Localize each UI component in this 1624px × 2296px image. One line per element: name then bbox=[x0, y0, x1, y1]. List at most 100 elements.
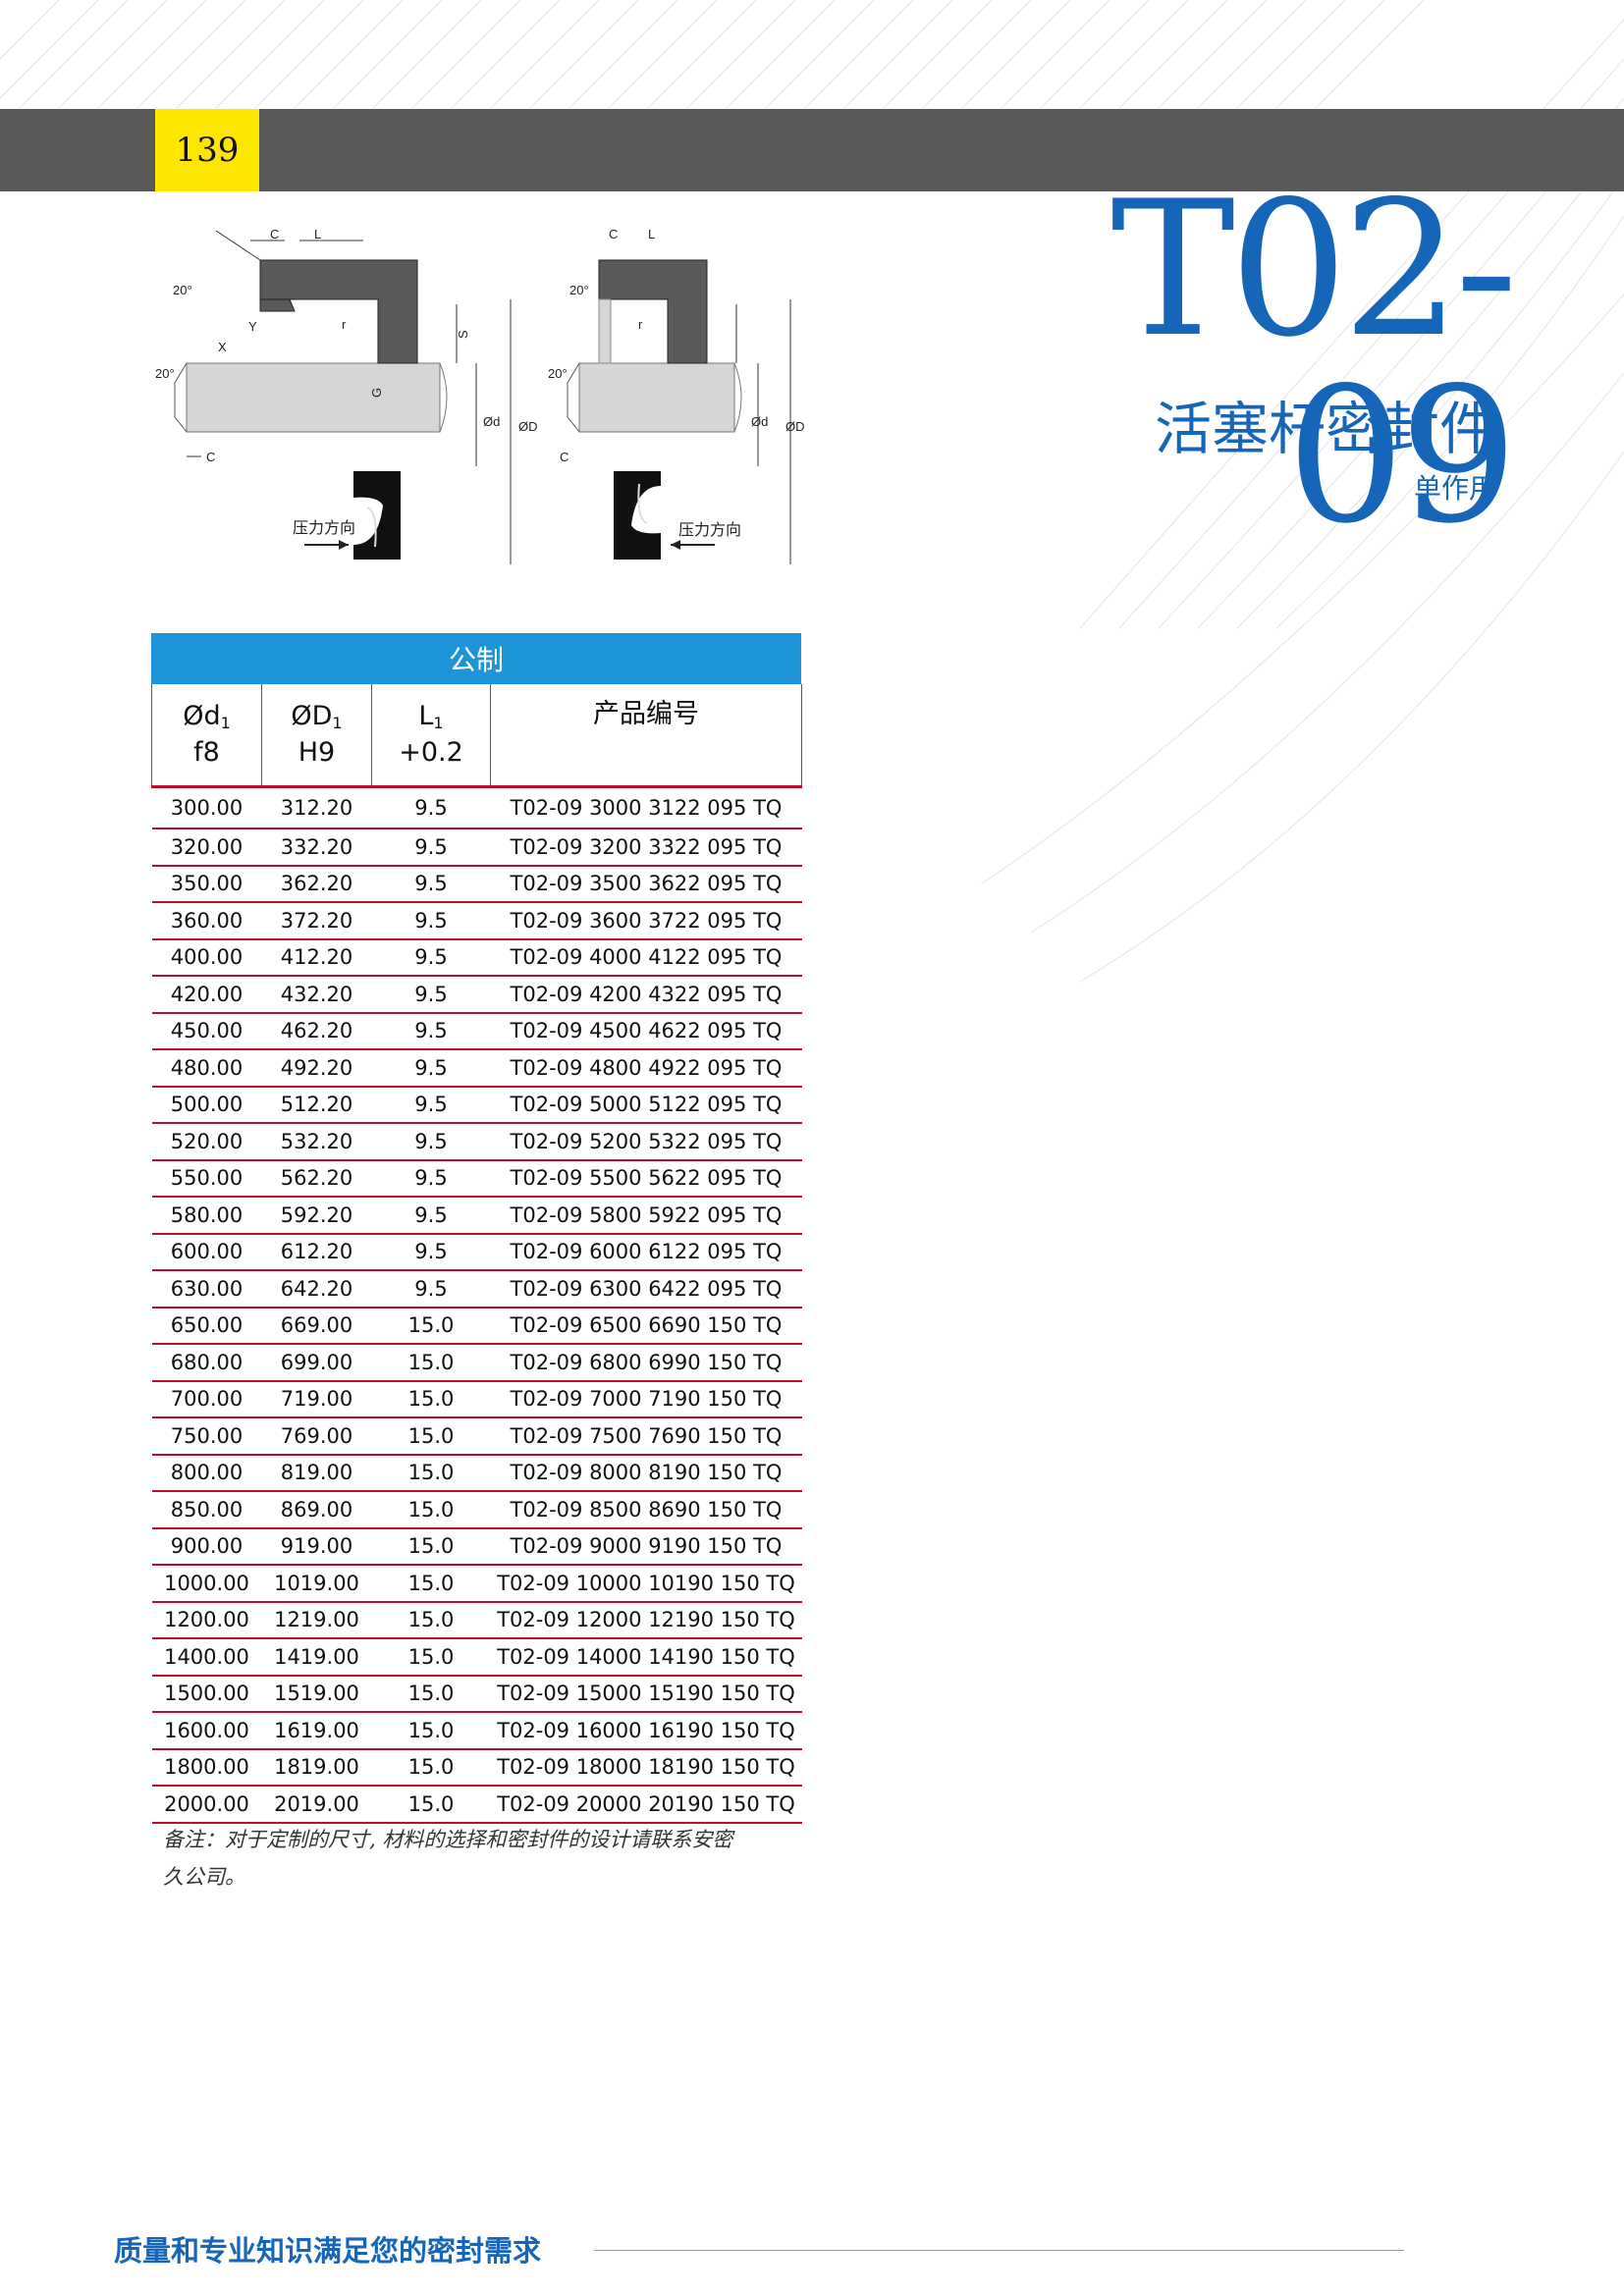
cell-L1: 9.5 bbox=[371, 865, 491, 903]
label-angle-top: 20° bbox=[173, 283, 192, 297]
cell-d1: 2000.00 bbox=[151, 1786, 262, 1824]
cell-D1: 1519.00 bbox=[261, 1675, 372, 1713]
cell-product-code: T02-09 4200 4322 095 TQ bbox=[490, 976, 802, 1014]
cell-D1: 412.20 bbox=[261, 938, 372, 977]
cell-d1: 520.00 bbox=[151, 1123, 262, 1161]
cell-d1: 450.00 bbox=[151, 1012, 262, 1050]
label-c-bottom-right: C bbox=[560, 450, 568, 464]
cell-product-code: T02-09 12000 12190 150 TQ bbox=[490, 1601, 802, 1639]
cell-L1: 9.5 bbox=[371, 1233, 491, 1271]
header-L1-sub: 1 bbox=[433, 714, 444, 732]
footnote-line-1: 备注：对于定制的尺寸, 材料的选择和密封件的设计请联系安密 bbox=[163, 1828, 733, 1851]
cell-L1: 9.5 bbox=[371, 828, 491, 867]
header-L1-main: L bbox=[418, 701, 434, 731]
cell-product-code: T02-09 15000 15190 150 TQ bbox=[490, 1675, 802, 1713]
cell-product-code: T02-09 5500 5622 095 TQ bbox=[490, 1159, 802, 1198]
cell-d1: 1000.00 bbox=[151, 1565, 262, 1603]
table-header-row: Ød1 f8 ØD1 H9 L1 +0.2 产品编号 bbox=[151, 684, 802, 788]
cell-product-code: T02-09 5800 5922 095 TQ bbox=[490, 1197, 802, 1235]
cell-L1: 9.5 bbox=[371, 1049, 491, 1088]
cell-d1: 1600.00 bbox=[151, 1712, 262, 1750]
seal-installation-diagram: C L 20° X Y r S 20° G Ød ØD C 压力方向 bbox=[155, 227, 805, 564]
header-d1: Ød1 f8 bbox=[151, 684, 262, 788]
cell-d1: 300.00 bbox=[151, 786, 262, 829]
cell-D1: 642.20 bbox=[261, 1270, 372, 1308]
table-caption: 公制 bbox=[151, 633, 801, 684]
cell-product-code: T02-09 14000 14190 150 TQ bbox=[490, 1638, 802, 1677]
footer-rule bbox=[594, 2250, 1404, 2251]
label-D1: ØD bbox=[518, 419, 538, 434]
cell-D1: 612.20 bbox=[261, 1233, 372, 1271]
cell-L1: 15.0 bbox=[371, 1565, 491, 1603]
cell-d1: 360.00 bbox=[151, 902, 262, 940]
cell-L1: 15.0 bbox=[371, 1527, 491, 1566]
label-x: X bbox=[218, 340, 227, 354]
cell-D1: 2019.00 bbox=[261, 1786, 372, 1824]
header-D1-sub: 1 bbox=[332, 714, 343, 732]
cell-D1: 492.20 bbox=[261, 1049, 372, 1088]
header-d1-sub: 1 bbox=[220, 714, 231, 732]
cell-d1: 600.00 bbox=[151, 1233, 262, 1271]
cell-product-code: T02-09 6300 6422 095 TQ bbox=[490, 1270, 802, 1308]
header-L1: L1 +0.2 bbox=[371, 684, 491, 788]
cell-product-code: T02-09 9000 9190 150 TQ bbox=[490, 1527, 802, 1566]
label-l1: L bbox=[314, 227, 321, 241]
cell-L1: 9.5 bbox=[371, 786, 491, 829]
product-title: T02-09 bbox=[1110, 161, 1518, 564]
cell-D1: 562.20 bbox=[261, 1159, 372, 1198]
cell-d1: 680.00 bbox=[151, 1344, 262, 1382]
cell-product-code: T02-09 8000 8190 150 TQ bbox=[490, 1454, 802, 1492]
cell-L1: 9.5 bbox=[371, 1086, 491, 1124]
header-bar bbox=[0, 109, 1624, 191]
cell-product-code: T02-09 16000 16190 150 TQ bbox=[490, 1712, 802, 1750]
cell-L1: 15.0 bbox=[371, 1307, 491, 1345]
cell-product-code: T02-09 3500 3622 095 TQ bbox=[490, 865, 802, 903]
cell-D1: 869.00 bbox=[261, 1491, 372, 1529]
cell-D1: 372.20 bbox=[261, 902, 372, 940]
cell-d1: 350.00 bbox=[151, 865, 262, 903]
footnote-line-2: 久公司。 bbox=[163, 1865, 245, 1889]
cell-D1: 699.00 bbox=[261, 1344, 372, 1382]
cell-product-code: T02-09 4000 4122 095 TQ bbox=[490, 938, 802, 977]
cell-L1: 15.0 bbox=[371, 1638, 491, 1677]
cell-D1: 362.20 bbox=[261, 865, 372, 903]
cell-product-code: T02-09 20000 20190 150 TQ bbox=[490, 1786, 802, 1824]
footer-slogan: 质量和专业知识满足您的密封需求 bbox=[114, 2234, 542, 2268]
cell-d1: 850.00 bbox=[151, 1491, 262, 1529]
label-angle-side: 20° bbox=[155, 366, 175, 381]
cell-product-code: T02-09 10000 10190 150 TQ bbox=[490, 1565, 802, 1603]
cell-product-code: T02-09 5200 5322 095 TQ bbox=[490, 1123, 802, 1161]
cell-L1: 15.0 bbox=[371, 1675, 491, 1713]
label-y: Y bbox=[248, 319, 257, 334]
header-D1-main: ØD bbox=[291, 701, 333, 731]
cell-d1: 900.00 bbox=[151, 1527, 262, 1566]
cell-product-code: T02-09 6800 6990 150 TQ bbox=[490, 1344, 802, 1382]
cell-L1: 15.0 bbox=[371, 1380, 491, 1418]
cell-d1: 1800.00 bbox=[151, 1748, 262, 1787]
cell-d1: 700.00 bbox=[151, 1380, 262, 1418]
label-D1-right: ØD bbox=[785, 419, 805, 434]
cell-L1: 15.0 bbox=[371, 1454, 491, 1492]
cell-d1: 1500.00 bbox=[151, 1675, 262, 1713]
header-d1-tol: f8 bbox=[193, 737, 220, 768]
cell-d1: 750.00 bbox=[151, 1417, 262, 1456]
product-subtitle: 活塞杆密封件 bbox=[1154, 396, 1496, 462]
cell-L1: 9.5 bbox=[371, 938, 491, 977]
